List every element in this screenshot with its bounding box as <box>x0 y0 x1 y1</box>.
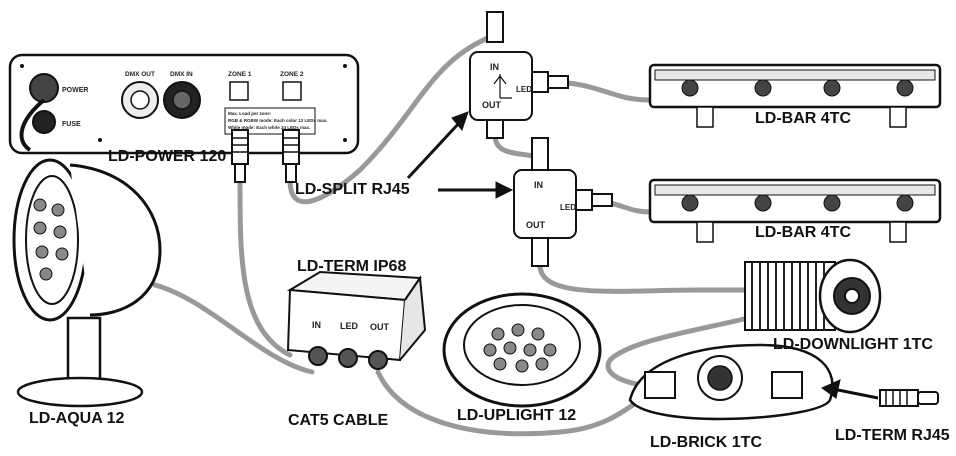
cable-term-brick <box>375 369 651 437</box>
ld-split-rj45-top: IN OUT LED <box>469 11 569 139</box>
ld-power-120-device: POWER FUSE DMX OUT DMX IN ZONE 1 ZONE 2 … <box>8 53 360 183</box>
term-in-label: IN <box>312 320 321 330</box>
ld-term-rj45-label: LD-TERM RJ45 <box>835 427 950 444</box>
cable-downlight-brick <box>605 315 751 388</box>
load-note-3: White mode: Each white 24 LEDs max. <box>228 125 310 130</box>
ld-bar-4tc-bottom-label: LD-BAR 4TC <box>755 224 851 241</box>
split2-in-label: IN <box>534 180 543 190</box>
load-note-2: RGB & RGBW mode: Each color 12 LEDs max. <box>228 118 328 123</box>
pointer-arrows <box>406 111 879 400</box>
ld-bar-4tc-top-label: LD-BAR 4TC <box>755 110 851 127</box>
split1-out-label: OUT <box>482 100 502 110</box>
cables <box>152 32 751 437</box>
power-switch-label: POWER <box>62 87 88 94</box>
ld-power-120-label: LD-POWER 120 <box>108 148 227 165</box>
rj45-plug-zone1 <box>231 129 249 183</box>
ld-uplight-12-label: LD-UPLIGHT 12 <box>457 407 577 424</box>
ld-split-rj45-label: LD-SPLIT RJ45 <box>295 181 410 198</box>
ld-bar-4tc-top <box>648 63 942 128</box>
split1-led-label: LED <box>516 85 532 94</box>
ld-brick-1tc-label: LD-BRICK 1TC <box>650 434 762 451</box>
ld-downlight-1tc <box>744 258 882 334</box>
ld-uplight-12 <box>442 292 602 408</box>
cable-zone2-split1 <box>287 32 498 205</box>
ld-aqua-12-label: LD-AQUA 12 <box>29 410 125 427</box>
cable-aqua-term <box>152 282 315 375</box>
ld-term-rj45-plug <box>879 389 939 407</box>
ld-bar-4tc-bottom <box>648 178 942 243</box>
split1-in-label: IN <box>490 62 499 72</box>
term-led-label: LED <box>340 321 359 331</box>
cat5-cable-label: CAT5 CABLE <box>288 412 389 429</box>
term-out-label: OUT <box>370 322 390 332</box>
cable-split2-downlight <box>537 262 751 294</box>
zone2-label: ZONE 2 <box>280 71 304 78</box>
ld-split-rj45-bottom: IN OUT LED <box>513 137 613 267</box>
rj45-plug-zone2 <box>282 129 300 183</box>
ld-term-ip68: IN LED OUT <box>286 270 427 370</box>
ld-term-ip68-label: LD-TERM IP68 <box>297 258 407 275</box>
fuse-label: FUSE <box>62 121 81 128</box>
split2-out-label: OUT <box>526 220 546 230</box>
ld-brick-1tc <box>628 343 834 421</box>
split2-led-label: LED <box>560 203 576 212</box>
load-note-1: Max. Load per zone: <box>228 111 272 116</box>
ld-aqua-12 <box>12 158 162 408</box>
ld-downlight-1tc-label: LD-DOWNLIGHT 1TC <box>773 336 933 353</box>
dmx-in-label: DMX IN <box>170 71 193 78</box>
cable-zone1-term <box>237 179 293 358</box>
dmx-out-label: DMX OUT <box>125 71 155 78</box>
zone1-label: ZONE 1 <box>228 71 252 78</box>
